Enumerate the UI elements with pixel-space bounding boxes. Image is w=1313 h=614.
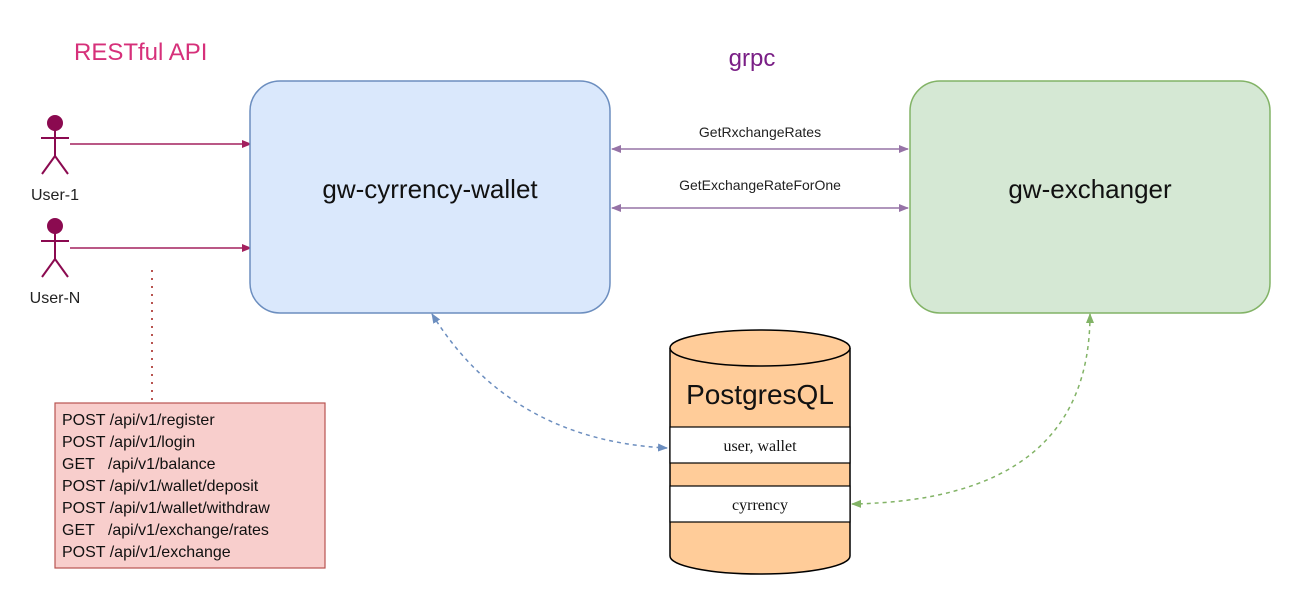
wallet-service-label: gw-cyrrency-wallet xyxy=(322,174,538,204)
wallet-db-connection xyxy=(431,313,668,452)
actor-user-n xyxy=(41,218,69,278)
database-table-user-wallet-label: user, wallet xyxy=(723,438,797,455)
grpc-call-label-2: GetExchangeRateForOne xyxy=(679,177,841,193)
endpoint-item: GET /api/v1/balance xyxy=(62,456,216,473)
database-table-cyrrency-label: cyrrency xyxy=(732,497,788,514)
postgres-database[interactable]: PostgresQL user, wallet cyrrency xyxy=(669,329,851,575)
exchanger-service-box[interactable] xyxy=(909,80,1271,314)
actor-user-1-head xyxy=(47,115,63,131)
endpoint-item: POST /api/v1/register xyxy=(62,412,215,429)
actor-user-1 xyxy=(41,115,69,175)
database-title: PostgresQL xyxy=(686,379,834,410)
database-top xyxy=(669,329,851,367)
endpoints-box xyxy=(54,402,326,569)
endpoint-item: POST /api/v1/login xyxy=(62,434,195,451)
endpoints-list: POST /api/v1/register POST /api/v1/login… xyxy=(62,412,270,561)
actor-user-1-label: User-1 xyxy=(31,187,79,204)
actor-user-n-label: User-N xyxy=(30,290,81,307)
wallet-service-box[interactable] xyxy=(249,80,611,314)
grpc-title: grpc xyxy=(729,45,776,72)
endpoint-item: POST /api/v1/exchange xyxy=(62,544,231,561)
restful-api-title: RESTful API xyxy=(74,39,207,66)
exchanger-db-connection xyxy=(851,313,1094,508)
database-table-cyrrency[interactable] xyxy=(669,485,851,523)
endpoint-item: GET /api/v1/exchange/rates xyxy=(62,522,269,539)
exchanger-service-label: gw-exchanger xyxy=(1008,174,1172,204)
actor-user-n-head xyxy=(47,218,63,234)
grpc-call-label-1: GetRxchangeRates xyxy=(699,124,821,140)
endpoint-item: POST /api/v1/wallet/deposit xyxy=(62,478,259,495)
endpoint-item: POST /api/v1/wallet/withdraw xyxy=(62,500,270,517)
database-table-user-wallet[interactable] xyxy=(669,426,851,464)
